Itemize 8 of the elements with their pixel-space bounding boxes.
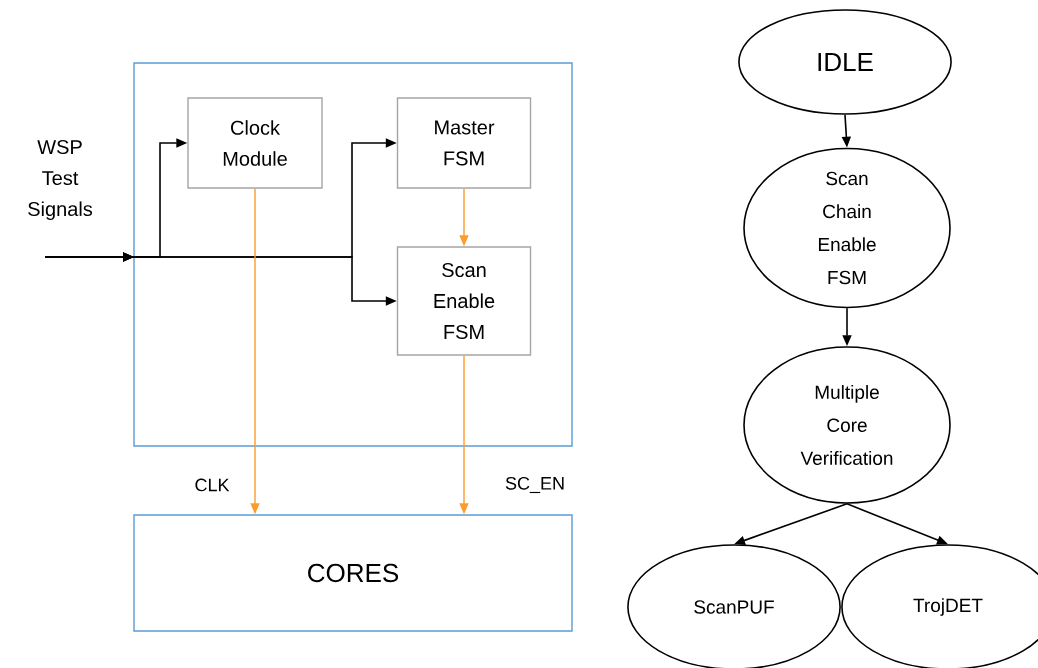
signal-label: WSP Test Signals — [28, 139, 93, 221]
frame-box — [133, 62, 573, 447]
module-box: Master FSM — [396, 97, 532, 189]
cores-box: CORES — [133, 514, 573, 632]
edge-label: CLK — [193, 477, 231, 493]
module-box: Clock Module — [187, 97, 323, 189]
module-box: Scan Enable FSM — [396, 246, 532, 356]
edge-label: SC_EN — [504, 475, 566, 495]
